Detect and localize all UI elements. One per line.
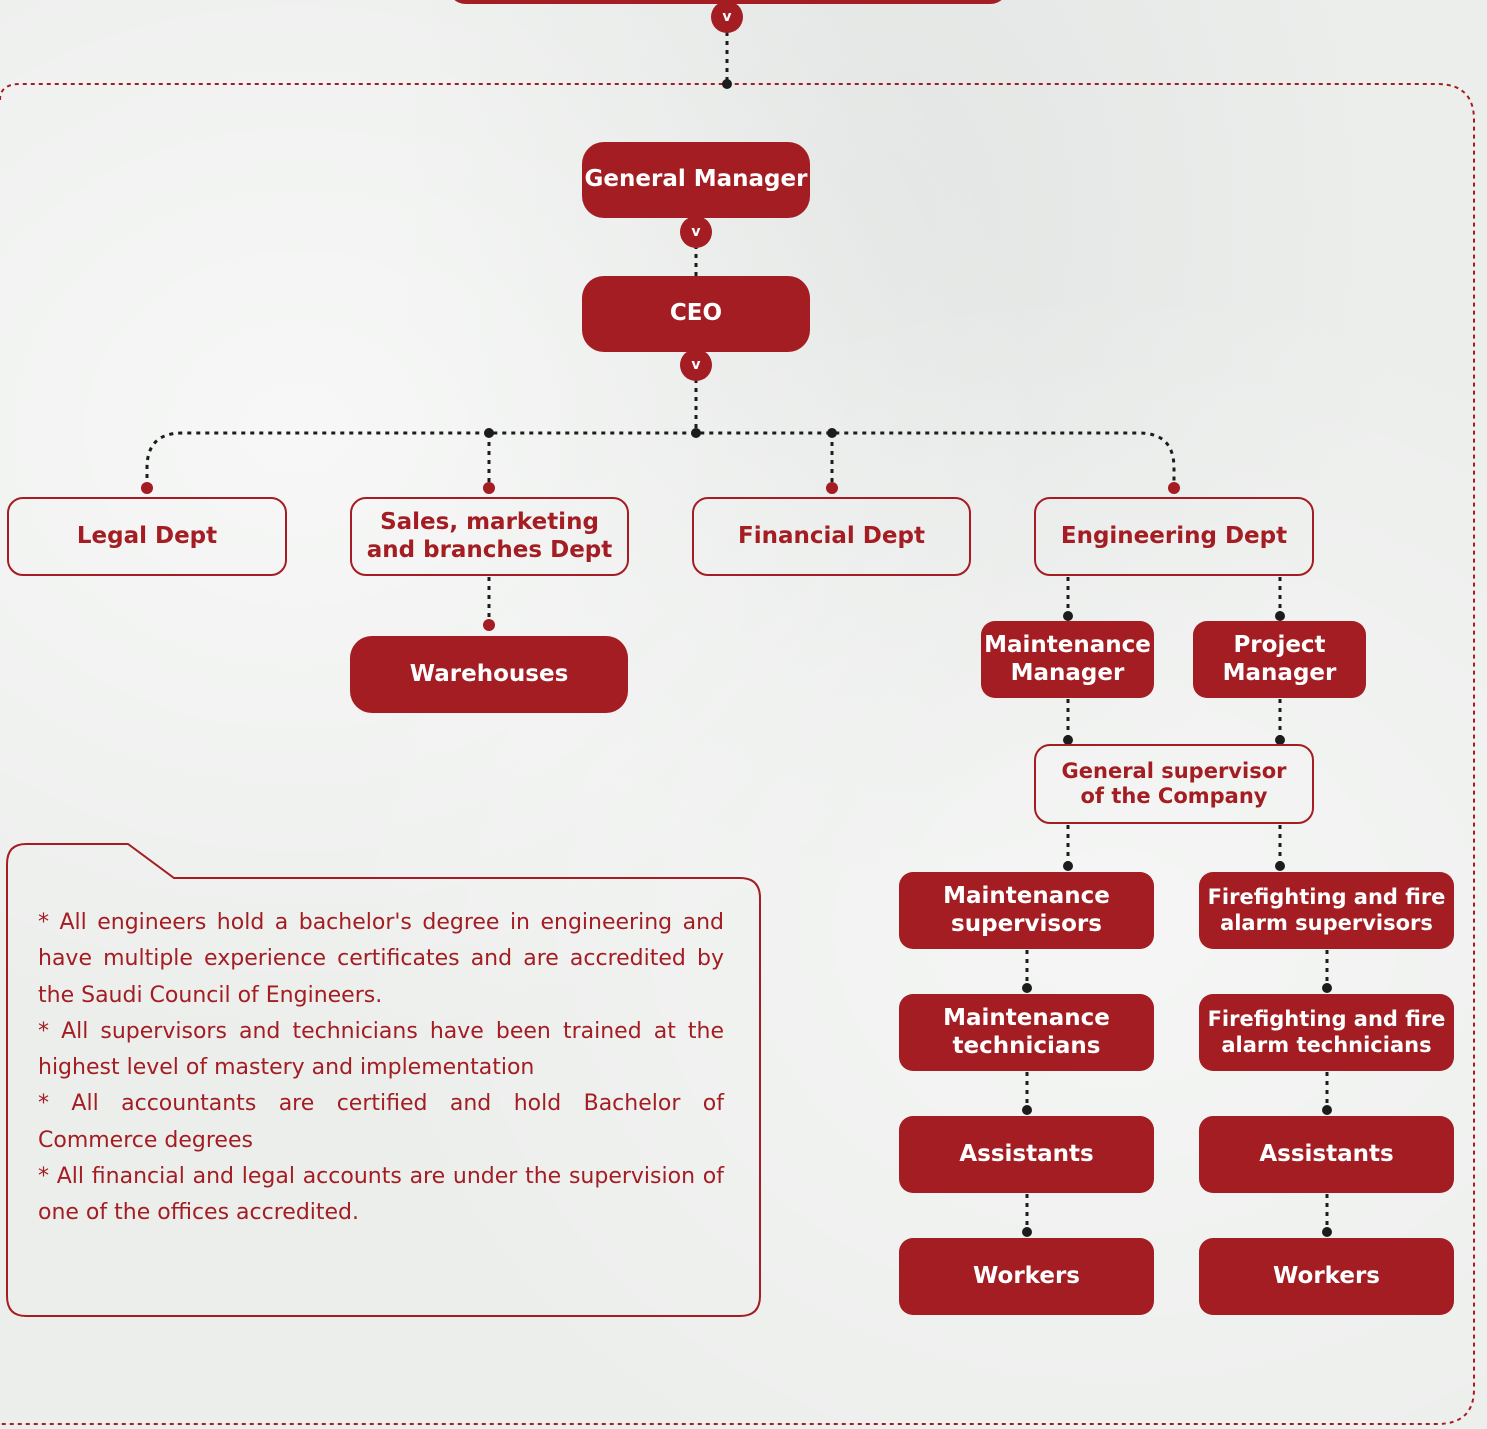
notes-folder-outline: [6, 843, 761, 1317]
node-assistants-left: Assistants: [899, 1116, 1154, 1193]
node-engineering-dept: Engineering Dept: [1034, 497, 1314, 576]
note-accountants: * All accountants are certified and hold…: [38, 1091, 724, 1153]
node-maintenance-manager: Maintenance Manager: [981, 621, 1154, 698]
chevron-down-icon: v: [680, 349, 712, 381]
node-financial-dept: Financial Dept: [692, 497, 971, 576]
node-fire-supervisors: Firefighting and fire alarm supervisors: [1199, 872, 1454, 949]
node-warehouses: Warehouses: [350, 636, 628, 713]
node-general-supervisor: General supervisor of the Company: [1034, 744, 1314, 824]
node-legal-dept: Legal Dept: [7, 497, 287, 576]
note-supervisors: * All supervisors and technicians have b…: [38, 1018, 724, 1081]
node-workers-left: Workers: [899, 1238, 1154, 1315]
node-fire-technicians: Firefighting and fire alarm technicians: [1199, 994, 1454, 1071]
chevron-down-icon: v: [711, 1, 743, 33]
node-maintenance-supervisors: Maintenance supervisors: [899, 872, 1154, 949]
notes-text: * All engineers hold a bachelor's degree…: [38, 905, 724, 1232]
node-ceo: CEO: [582, 276, 810, 352]
note-accounts: * All financial and legal accounts are u…: [38, 1164, 724, 1226]
outer-frame: [0, 83, 1475, 1425]
node-sales-dept: Sales, marketing and branches Dept: [350, 497, 629, 576]
note-engineers: * All engineers hold a bachelor's degree…: [38, 910, 724, 1008]
node-project-manager: Project Manager: [1193, 621, 1366, 698]
node-workers-right: Workers: [1199, 1238, 1454, 1315]
chevron-down-icon: v: [680, 216, 712, 248]
node-general-manager: General Manager: [582, 142, 810, 218]
node-maintenance-technicians: Maintenance technicians: [899, 994, 1154, 1071]
node-assistants-right: Assistants: [1199, 1116, 1454, 1193]
